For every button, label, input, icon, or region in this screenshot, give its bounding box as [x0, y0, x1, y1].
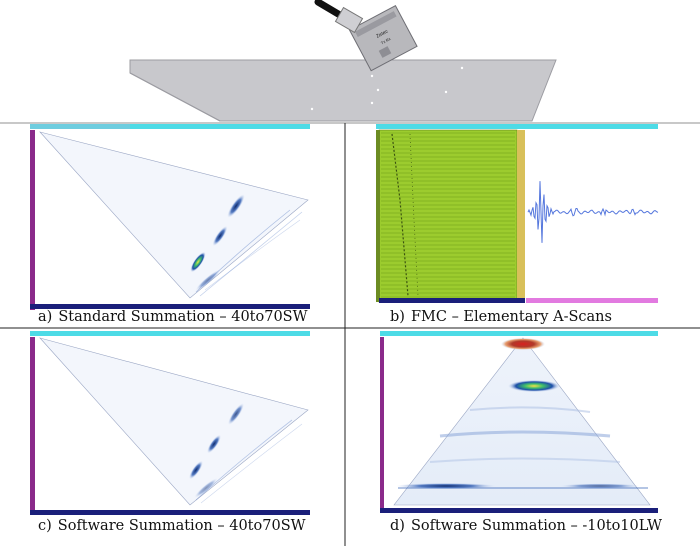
- panel-a-echoes: [190, 194, 303, 297]
- panel-b-ascan-bg: [526, 130, 658, 302]
- caption-a-letter: a): [38, 309, 53, 325]
- panel-b-left-axis: [376, 130, 380, 302]
- wedge-body: [129, 59, 557, 122]
- caption-a: a) Standard Summation – 40to70SW: [38, 308, 308, 326]
- panel-d-echoes: [396, 338, 648, 489]
- caption-b-letter: b): [390, 309, 405, 325]
- probe-cable: [314, 0, 364, 34]
- caption-c-letter: c): [38, 518, 52, 534]
- caption-d: d) Software Summation – -10to10LW: [390, 517, 662, 535]
- panel-a-header-bar: [30, 124, 310, 129]
- panel-b-ascan-lines: [381, 132, 515, 298]
- probe-text-top: Zetec: [375, 28, 389, 39]
- caption-b: b) FMC – Elementary A-Scans: [390, 308, 612, 326]
- panel-c-scan: [30, 331, 310, 515]
- caption-c: c) Software Summation – 40to70SW: [38, 517, 306, 535]
- panel-b-bottom-axis: [379, 298, 525, 303]
- panel-a-bottom-axis: [30, 304, 310, 309]
- fmc-echo-streak: [409, 133, 419, 297]
- panel-a-scan: [30, 124, 310, 310]
- caption-d-letter: d): [390, 518, 405, 534]
- panel-b-fmc: [376, 124, 659, 303]
- panel-b-ascan-trace: [527, 181, 659, 243]
- panel-b-right-strip: [517, 130, 525, 302]
- panel-a-left-axis: [30, 130, 35, 310]
- panel-c-sector: [39, 337, 309, 506]
- caption-a-text: Standard Summation – 40to70SW: [58, 309, 308, 325]
- panel-b-ascan-bottom-axis: [526, 298, 658, 303]
- probe: Zetec Tx Rx: [348, 4, 418, 72]
- panel-b-green-matrix: [378, 129, 518, 303]
- panel-a-sector: [39, 131, 309, 299]
- caption-d-text: Software Summation – -10to10LW: [410, 518, 663, 534]
- caption-b-text: FMC – Elementary A-Scans: [410, 309, 612, 325]
- panel-d-sector: [393, 337, 651, 506]
- caption-c-text: Software Summation – 40to70SW: [57, 518, 306, 534]
- probe-text-bottom: Tx Rx: [380, 36, 392, 45]
- wedge-illustration: Zetec Tx Rx: [129, 0, 557, 122]
- panel-c-echoes: [189, 403, 303, 504]
- panel-d-scan: [380, 331, 658, 513]
- probe-housing: [348, 4, 418, 72]
